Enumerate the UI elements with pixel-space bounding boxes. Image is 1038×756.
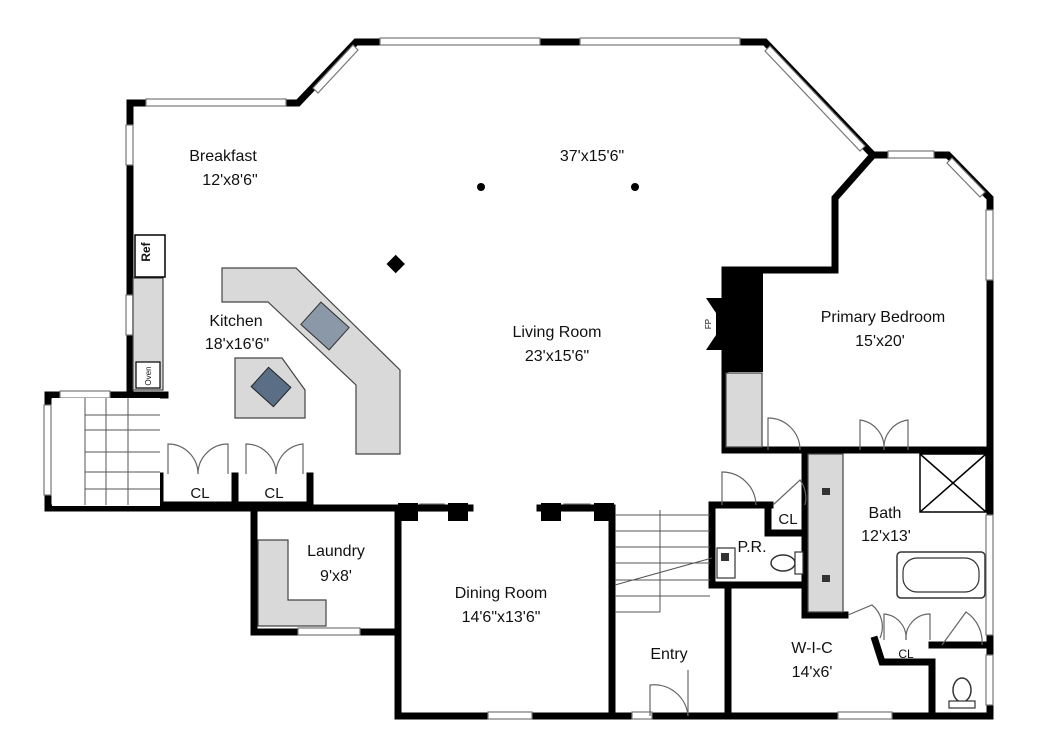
closet-label-1: CL bbox=[190, 485, 209, 502]
entry-name: Entry bbox=[650, 646, 687, 663]
breakfast-name: Breakfast bbox=[189, 148, 257, 165]
bath-fixtures bbox=[716, 453, 987, 709]
dining-dim: 14'6"x13'6" bbox=[462, 609, 541, 626]
primary-bedroom-name: Primary Bedroom bbox=[821, 309, 945, 326]
primary-bedroom-dim: 15'x20' bbox=[855, 333, 905, 350]
bath-name: Bath bbox=[869, 505, 902, 522]
living-dim: 23'x15'6" bbox=[525, 348, 589, 365]
ref-label: Ref bbox=[139, 241, 153, 261]
kitchen-dim: 18'x16'6" bbox=[205, 336, 269, 353]
laundry-counter bbox=[257, 539, 327, 627]
great-room-dim: 37'x15'6" bbox=[560, 148, 624, 165]
wic-name: W-I-C bbox=[791, 640, 832, 657]
closet-label-3: CL bbox=[778, 511, 797, 528]
breakfast-dim: 12'x8'6" bbox=[202, 172, 257, 189]
kitchen-counters bbox=[132, 267, 401, 455]
fireplace-label: FP bbox=[704, 319, 713, 329]
interior-walls bbox=[156, 150, 994, 720]
powder-room-name: P.R. bbox=[737, 539, 766, 556]
kitchen-name: Kitchen bbox=[209, 313, 262, 330]
bath-dim: 12'x13' bbox=[861, 528, 911, 545]
wic-dim: 14'x6' bbox=[792, 664, 833, 681]
oven-label: Oven bbox=[144, 366, 153, 385]
stairs-entry bbox=[614, 510, 713, 613]
dining-name: Dining Room bbox=[455, 585, 547, 602]
laundry-name: Laundry bbox=[307, 543, 365, 560]
windows bbox=[43, 37, 994, 720]
posts bbox=[398, 503, 614, 521]
doors bbox=[167, 417, 983, 717]
living-name: Living Room bbox=[513, 324, 602, 341]
laundry-dim: 9'x8' bbox=[320, 568, 352, 585]
appliances: Ref Oven bbox=[134, 234, 166, 389]
fireplace: FP bbox=[704, 272, 763, 448]
closet-label-2: CL bbox=[264, 485, 283, 502]
closet-label-4: CL bbox=[898, 647, 914, 661]
ceiling-fixtures bbox=[386, 183, 639, 274]
room-labels: Breakfast 12'x8'6" 37'x15'6" Kitchen 18'… bbox=[189, 148, 945, 681]
stairs-left bbox=[52, 398, 160, 506]
